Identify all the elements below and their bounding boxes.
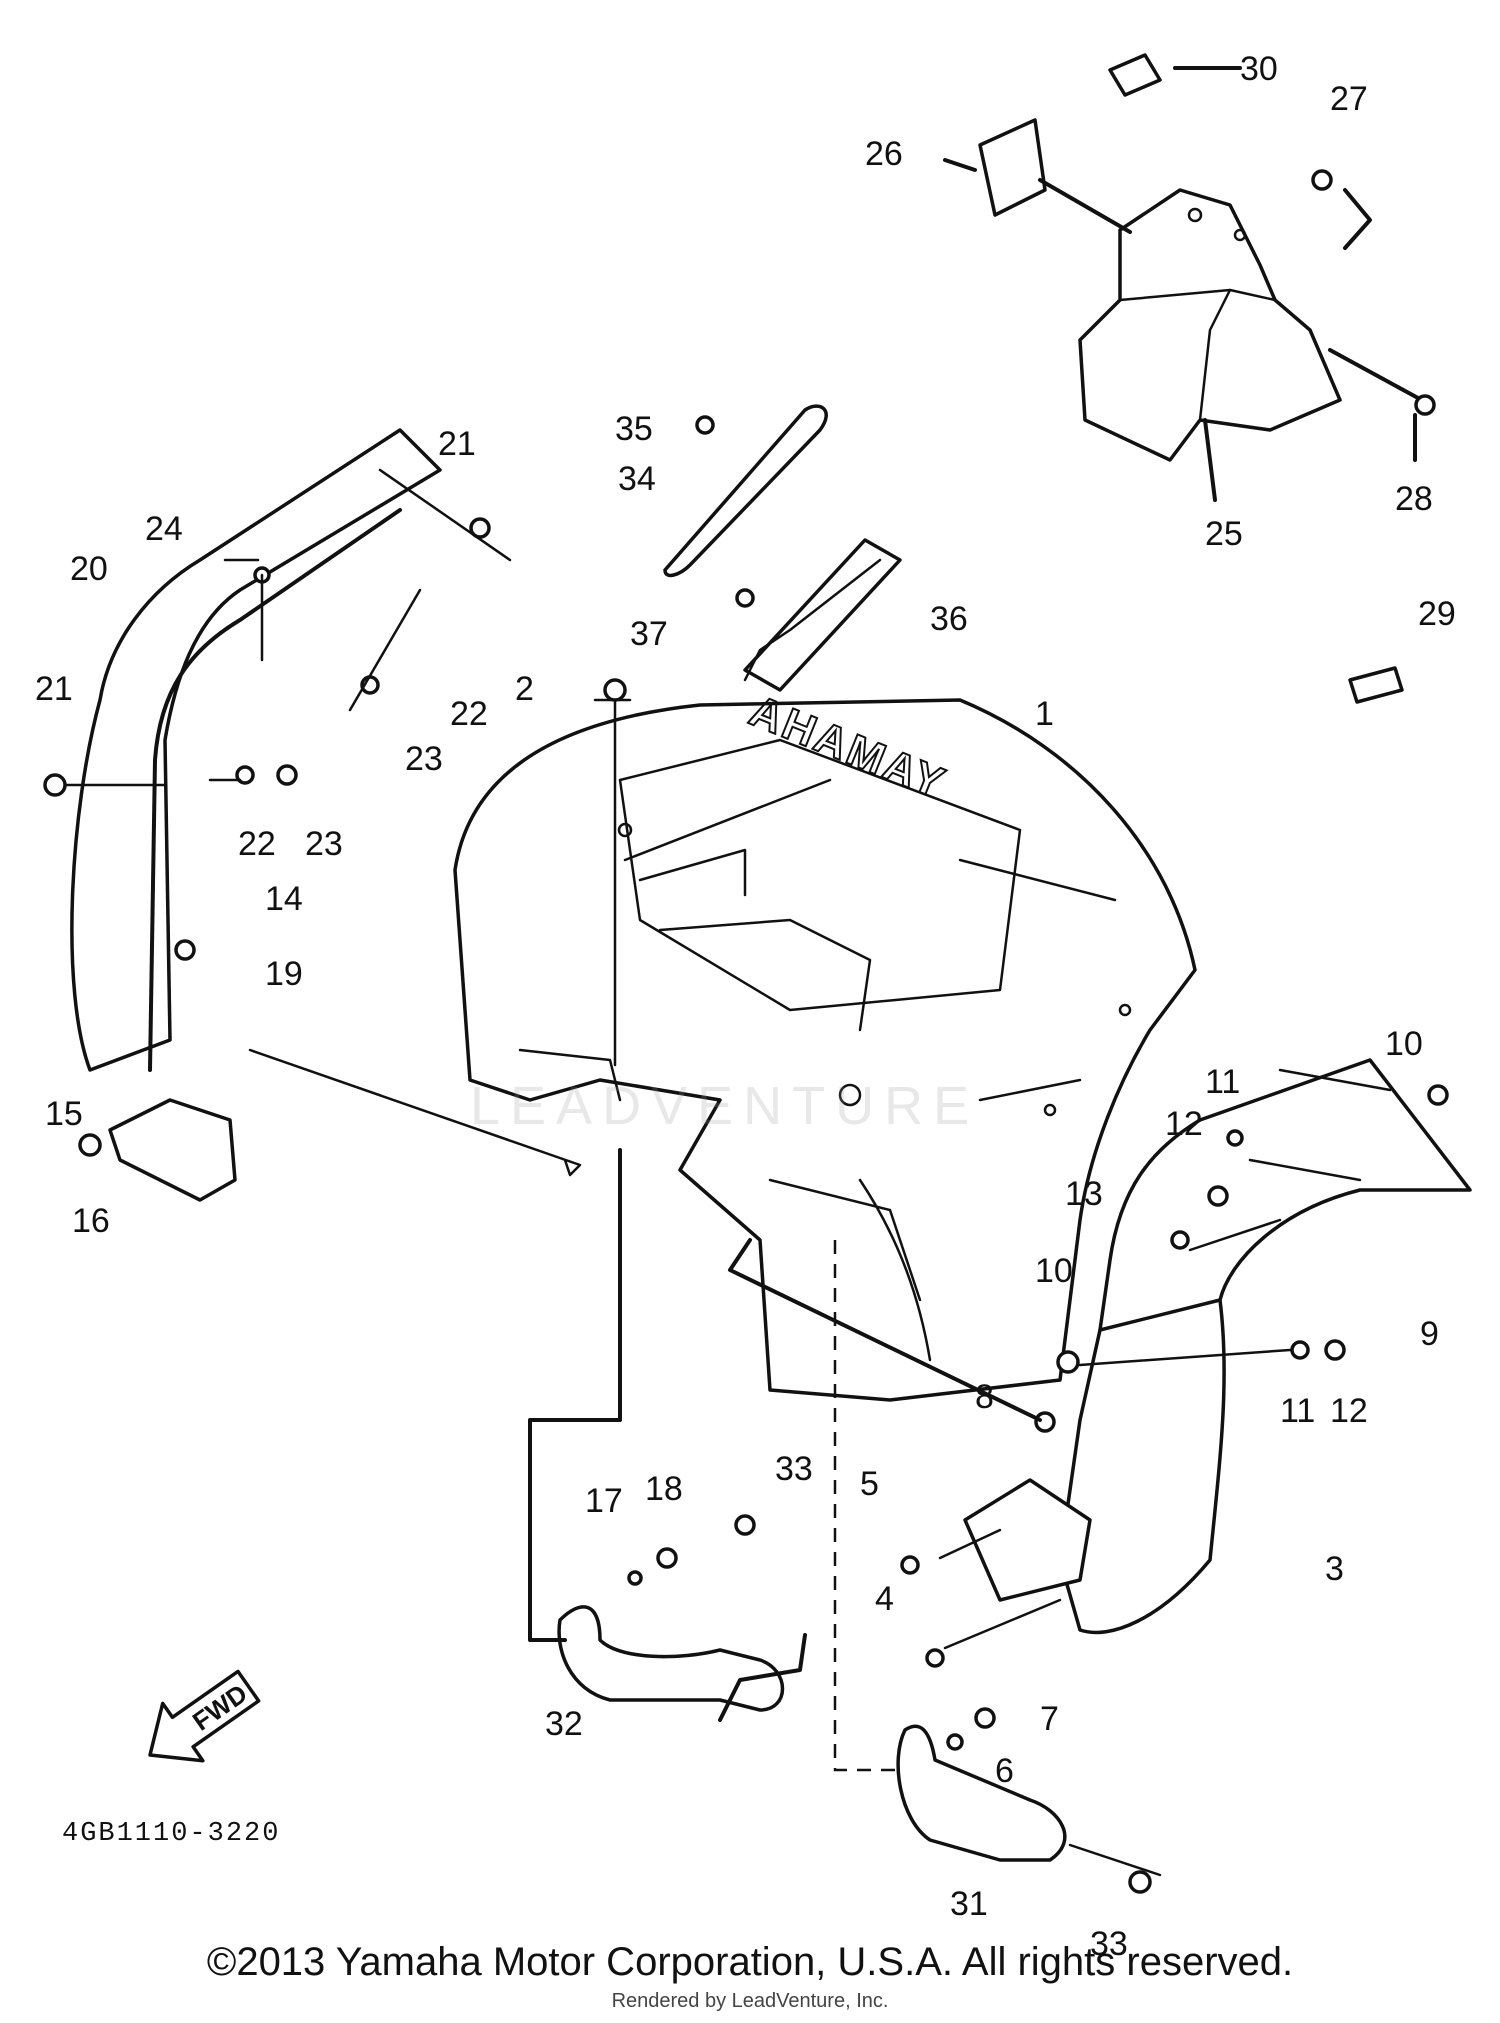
nut-18: [656, 1547, 678, 1569]
label-11-top: 11: [1205, 1063, 1240, 1101]
bolt-33-bottom: [1128, 1870, 1152, 1894]
nut-7: [974, 1707, 996, 1729]
washer-6: [946, 1733, 964, 1751]
nut-12-top: [1207, 1185, 1229, 1207]
label-23-right: 23: [405, 740, 443, 778]
label-17: 17: [585, 1482, 623, 1520]
bolt-37: [735, 588, 755, 608]
washer-11-top: [1226, 1129, 1244, 1147]
label-34: 34: [618, 460, 656, 498]
label-3: 3: [1325, 1550, 1344, 1588]
label-13: 13: [1065, 1175, 1103, 1213]
label-10-top: 10: [1385, 1025, 1423, 1063]
label-37: 37: [630, 615, 668, 653]
fwd-arrow-icon: FWD: [148, 1669, 261, 1763]
taillight-rail: [743, 558, 882, 682]
bolt-35: [695, 415, 715, 435]
label-36: 36: [930, 600, 968, 638]
label-14: 14: [265, 880, 303, 918]
label-28: 28: [1395, 480, 1433, 518]
label-33-bottom: 33: [1090, 1925, 1128, 1963]
label-10-mid: 10: [1035, 1252, 1073, 1290]
label-16: 16: [72, 1202, 110, 1240]
label-11-mid: 11: [1280, 1392, 1315, 1430]
label-2: 2: [515, 670, 534, 708]
label-31: 31: [950, 1885, 988, 1923]
label-33-top: 33: [775, 1450, 813, 1488]
label-12-top: 12: [1165, 1105, 1203, 1143]
bolt-10-top: [1427, 1084, 1449, 1106]
watermark: LEADVENTURE: [470, 1076, 980, 1136]
drawing-code: 4GB1110-3220: [62, 1819, 280, 1849]
copyright-notice: ©2013 Yamaha Motor Corporation, U.S.A. A…: [206, 1940, 1294, 1984]
washer-17: [627, 1570, 643, 1586]
label-4: 4: [875, 1580, 894, 1618]
tail-cover: [1078, 188, 1342, 462]
washer-22: [235, 765, 255, 785]
left-grab-bar: [557, 1605, 785, 1712]
nut-12-mid: [1324, 1339, 1346, 1361]
callout-labels: 1 2 3 4 5 6 7 8 9 10 10 11 11 12 12 13 1…: [35, 50, 1456, 1963]
taillight-bracket: [743, 538, 902, 692]
label-29: 29: [1418, 595, 1456, 633]
label-21-top: 21: [438, 425, 476, 463]
bolt-16: [78, 1133, 102, 1157]
label-9: 9: [1420, 1315, 1439, 1353]
label-32: 32: [545, 1705, 583, 1743]
right-grab-bar: [896, 1724, 1067, 1862]
nut-23: [276, 764, 298, 786]
label-19: 19: [265, 955, 303, 993]
label-7: 7: [1040, 1700, 1059, 1738]
small-pad: [1348, 666, 1404, 704]
label-22-right: 22: [450, 695, 488, 733]
right-mud-flap: [1058, 1298, 1226, 1635]
license-plate-bracket: [663, 404, 828, 578]
label-18: 18: [645, 1470, 683, 1508]
tail-clip: [1108, 53, 1162, 97]
label-35: 35: [615, 410, 653, 448]
left-trim-rail: [148, 508, 402, 1072]
bolt-21-top: [469, 517, 491, 539]
label-8: 8: [975, 1378, 994, 1416]
label-5: 5: [860, 1465, 879, 1503]
bolt-4: [925, 1648, 945, 1668]
rendered-by-notice: Rendered by LeadVenture, Inc.: [611, 1990, 889, 2012]
bolt-5: [900, 1555, 920, 1575]
bolt-2: [603, 678, 627, 702]
left-fender-trim: [70, 428, 512, 1072]
label-20: 20: [70, 550, 108, 588]
label-25: 25: [1205, 515, 1243, 553]
right-bracket: [963, 1478, 1092, 1602]
bolt-27: [1311, 169, 1333, 191]
label-23-left: 23: [305, 825, 343, 863]
washer-11-mid: [1290, 1340, 1310, 1360]
label-15: 15: [45, 1095, 83, 1133]
label-24: 24: [145, 510, 183, 548]
label-1: 1: [1035, 695, 1054, 733]
label-26: 26: [865, 135, 903, 173]
bolt-8: [1034, 1411, 1056, 1433]
left-bracket: [108, 1098, 237, 1202]
leader-lines: [63, 66, 1420, 1877]
rear-fender-body: YAMAHA: [453, 684, 1197, 1402]
nut-28: [1414, 394, 1436, 416]
label-27: 27: [1330, 80, 1368, 118]
bolt-10-mid: [1056, 1350, 1080, 1374]
label-30: 30: [1240, 50, 1278, 88]
bolt-21-left: [43, 773, 67, 797]
bolt-13: [1170, 1230, 1190, 1250]
label-22-left: 22: [238, 825, 276, 863]
cushion-pad: [978, 118, 1047, 217]
bolt-33-top: [734, 1514, 756, 1536]
label-21-left: 21: [35, 670, 73, 708]
label-6: 6: [995, 1752, 1014, 1790]
label-12-mid: 12: [1330, 1392, 1368, 1430]
bolt-19: [174, 939, 196, 961]
